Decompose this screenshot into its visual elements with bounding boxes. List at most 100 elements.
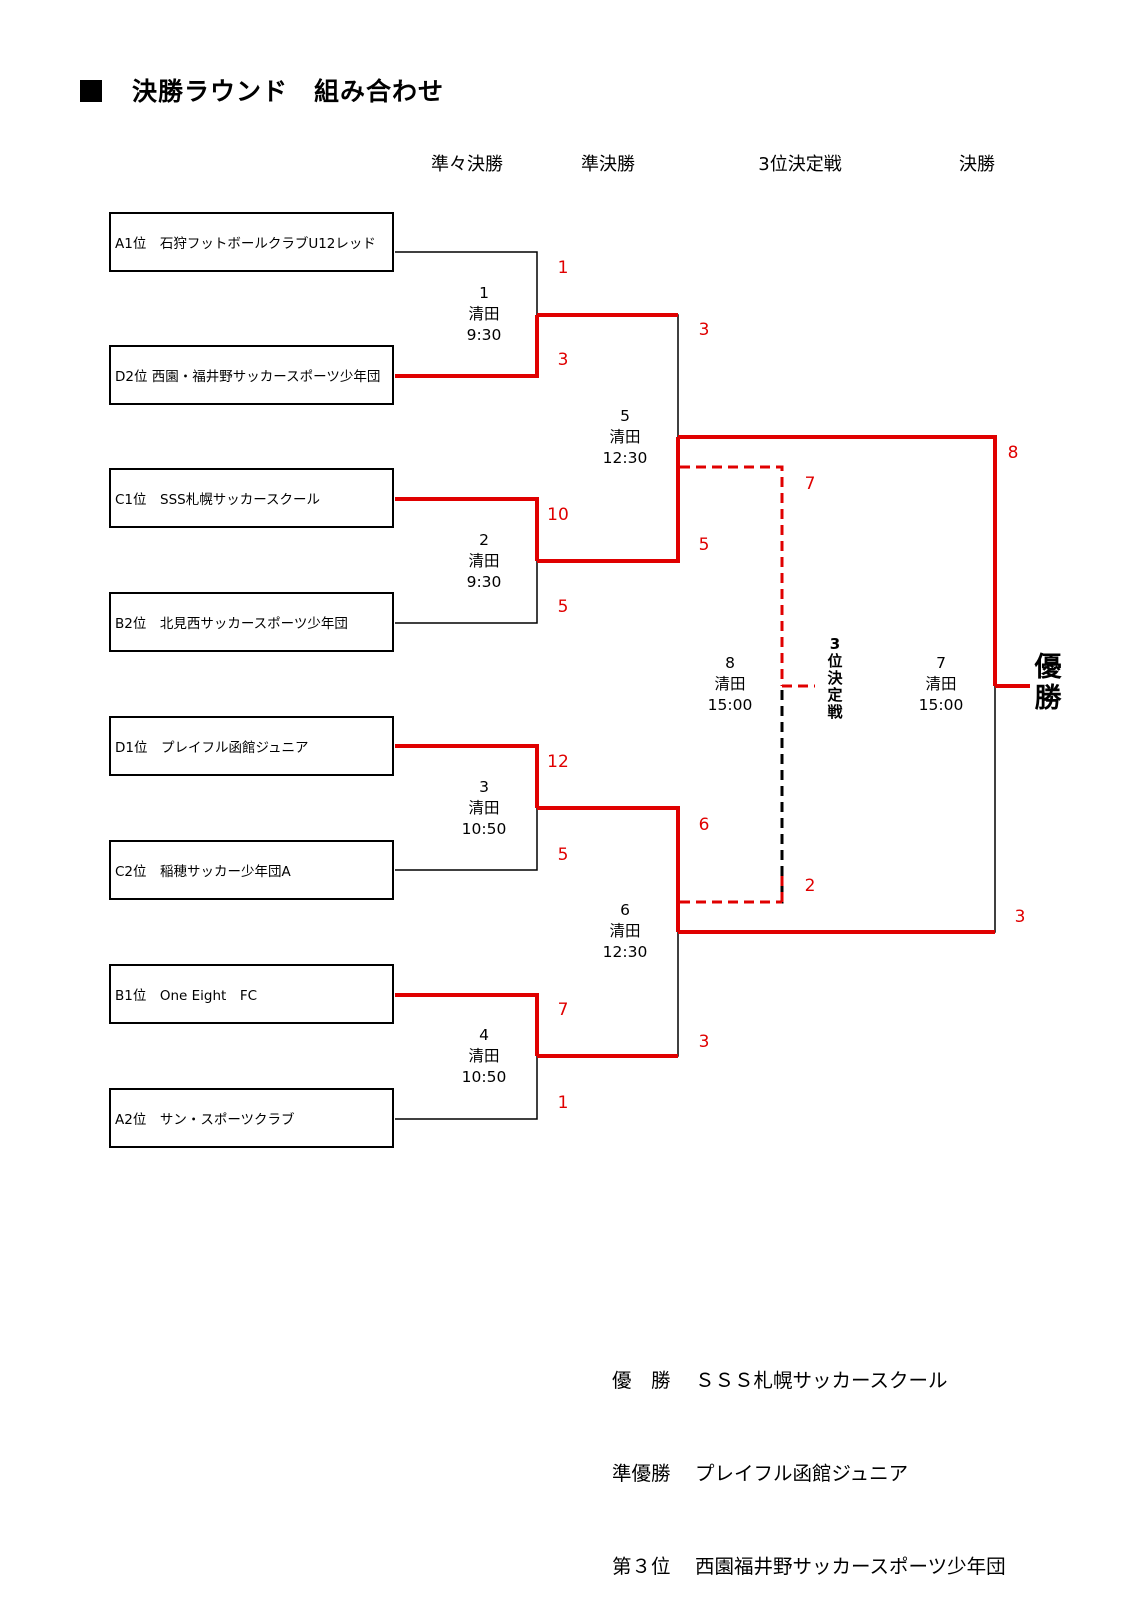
- square-bullet-icon: [80, 80, 102, 102]
- team-name: 石狩フットボールクラブU12レッド: [159, 236, 376, 252]
- score-m7-top: 8: [1007, 443, 1019, 463]
- score-m1-top: 1: [557, 258, 569, 278]
- score-m2-bottom: 5: [557, 597, 569, 617]
- team-name: One Eight FC: [159, 988, 258, 1004]
- line-m3-top: [395, 744, 539, 808]
- line-m1-bottom: [395, 315, 539, 378]
- team-box-c2: C2位 稲穂サッカー少年団A: [109, 840, 394, 900]
- match-time: 10:50: [461, 820, 507, 838]
- team-seed: A2位: [115, 1112, 147, 1128]
- match-time: 9:30: [466, 573, 502, 591]
- line-m1-top: [395, 251, 538, 315]
- score-m4-bottom: 1: [557, 1093, 569, 1113]
- match-info-8: 8 清田 15:00: [680, 653, 780, 716]
- line-m3-bottom: [395, 808, 538, 871]
- match-venue: 清田: [468, 1047, 500, 1065]
- line-m7-bottom: [678, 686, 996, 933]
- team-box-a1: A1位 石狩フットボールクラブU12レッド: [109, 212, 394, 272]
- result-team: プレイフル函館ジュニア: [695, 1462, 909, 1485]
- team-box-a2: A2位 サン・スポーツクラブ: [109, 1088, 394, 1148]
- team-box-c1: C1位 SSS札幌サッカースクール: [109, 468, 394, 528]
- team-seed: C2位: [115, 864, 147, 880]
- third-place-char: 3: [829, 635, 841, 653]
- line-m4-top: [395, 993, 539, 1056]
- team-name: 北見西サッカースポーツ少年団: [159, 616, 348, 632]
- result-team: 西園福井野サッカースポーツ少年団: [695, 1555, 1006, 1578]
- round-semifinal: 準決勝: [581, 154, 635, 175]
- result-label: 第３位: [612, 1555, 671, 1578]
- result-row-runner-up: 準優勝 プレイフル函館ジュニア: [612, 1458, 1006, 1489]
- team-seed: C1位: [115, 492, 147, 508]
- match-number: 8: [725, 654, 735, 672]
- match-time: 12:30: [602, 449, 648, 467]
- match-time: 10:50: [461, 1068, 507, 1086]
- match-number: 4: [479, 1026, 489, 1044]
- third-place-char: 決: [827, 669, 843, 687]
- score-m8-bottom: 2: [804, 876, 816, 896]
- score-m7-bottom: 3: [1014, 907, 1026, 927]
- match-venue: 清田: [609, 922, 641, 940]
- final-results: 優 勝 ＳＳＳ札幌サッカースクール 準優勝 プレイフル函館ジュニア 第３位 西園福井野…: [612, 1303, 1006, 1613]
- team-name: SSS札幌サッカースクール: [160, 492, 321, 508]
- team-box-b1: B1位 One Eight FC: [109, 964, 394, 1024]
- match-venue: 清田: [468, 799, 500, 817]
- line-m5-bottom: [537, 437, 680, 563]
- match-info-1: 1 清田 9:30: [434, 283, 534, 346]
- score-m8-top: 7: [804, 474, 816, 494]
- match-time: 12:30: [602, 943, 648, 961]
- score-m5-top: 3: [698, 320, 710, 340]
- score-m5-bottom: 5: [698, 535, 710, 555]
- match-time: 9:30: [466, 326, 502, 344]
- result-team: ＳＳＳ札幌サッカースクール: [695, 1369, 948, 1392]
- team-seed: B1位: [115, 988, 147, 1004]
- result-row-third: 第３位 西園福井野サッカースポーツ少年団: [612, 1551, 1006, 1582]
- match-info-6: 6 清田 12:30: [575, 900, 675, 963]
- match-number: 6: [620, 901, 630, 919]
- page-title: 決勝ラウンド 組み合わせ: [80, 72, 444, 108]
- score-m3-top: 12: [547, 752, 569, 772]
- match-number: 2: [479, 531, 489, 549]
- score-m1-bottom: 3: [557, 350, 569, 370]
- line-m2-top: [395, 497, 539, 561]
- match-number: 3: [479, 778, 489, 796]
- match-venue: 清田: [609, 428, 641, 446]
- line-m7-top: [678, 435, 997, 686]
- team-box-b2: B2位 北見西サッカースポーツ少年団: [109, 592, 394, 652]
- match-info-4: 4 清田 10:50: [434, 1025, 534, 1088]
- result-row-champion: 優 勝 ＳＳＳ札幌サッカースクール: [612, 1365, 1006, 1396]
- team-seed: A1位: [115, 236, 147, 252]
- result-label: 準優勝: [612, 1462, 671, 1485]
- line-m8-bottom: [680, 686, 784, 904]
- page-title-text: 決勝ラウンド 組み合わせ: [132, 77, 445, 106]
- team-name: サン・スポーツクラブ: [159, 1112, 295, 1128]
- score-m3-bottom: 5: [557, 845, 569, 865]
- match-number: 1: [479, 284, 489, 302]
- match-venue: 清田: [925, 675, 957, 693]
- match-number: 7: [936, 654, 946, 672]
- match-number: 5: [620, 407, 630, 425]
- match-time: 15:00: [707, 696, 753, 714]
- team-seed: D2位: [115, 369, 148, 385]
- champion-char: 優: [1034, 652, 1062, 683]
- round-final: 決勝: [959, 154, 995, 175]
- match-info-5: 5 清田 12:30: [575, 406, 675, 469]
- champion-label: 優 勝: [1033, 652, 1063, 714]
- match-venue: 清田: [468, 305, 500, 323]
- team-seed: D1位: [115, 740, 148, 756]
- third-place-char: 戦: [827, 703, 843, 721]
- team-box-d2: D2位 西園・福井野サッカースポーツ少年団: [109, 345, 394, 405]
- match-venue: 清田: [714, 675, 746, 693]
- team-name: プレイフル函館ジュニア: [160, 740, 309, 756]
- score-m6-bottom: 3: [698, 1032, 710, 1052]
- match-time: 15:00: [918, 696, 964, 714]
- round-third-place: 3位決定戦: [758, 154, 842, 175]
- line-m6-top: [537, 806, 680, 932]
- line-m4-bottom: [395, 1056, 538, 1120]
- third-place-char: 定: [827, 686, 843, 704]
- team-box-d1: D1位 プレイフル函館ジュニア: [109, 716, 394, 776]
- bracket-lines: [395, 251, 1030, 1120]
- third-place-char: 位: [827, 652, 843, 670]
- round-quarterfinal: 準々決勝: [431, 154, 503, 175]
- result-label: 優 勝: [612, 1369, 671, 1392]
